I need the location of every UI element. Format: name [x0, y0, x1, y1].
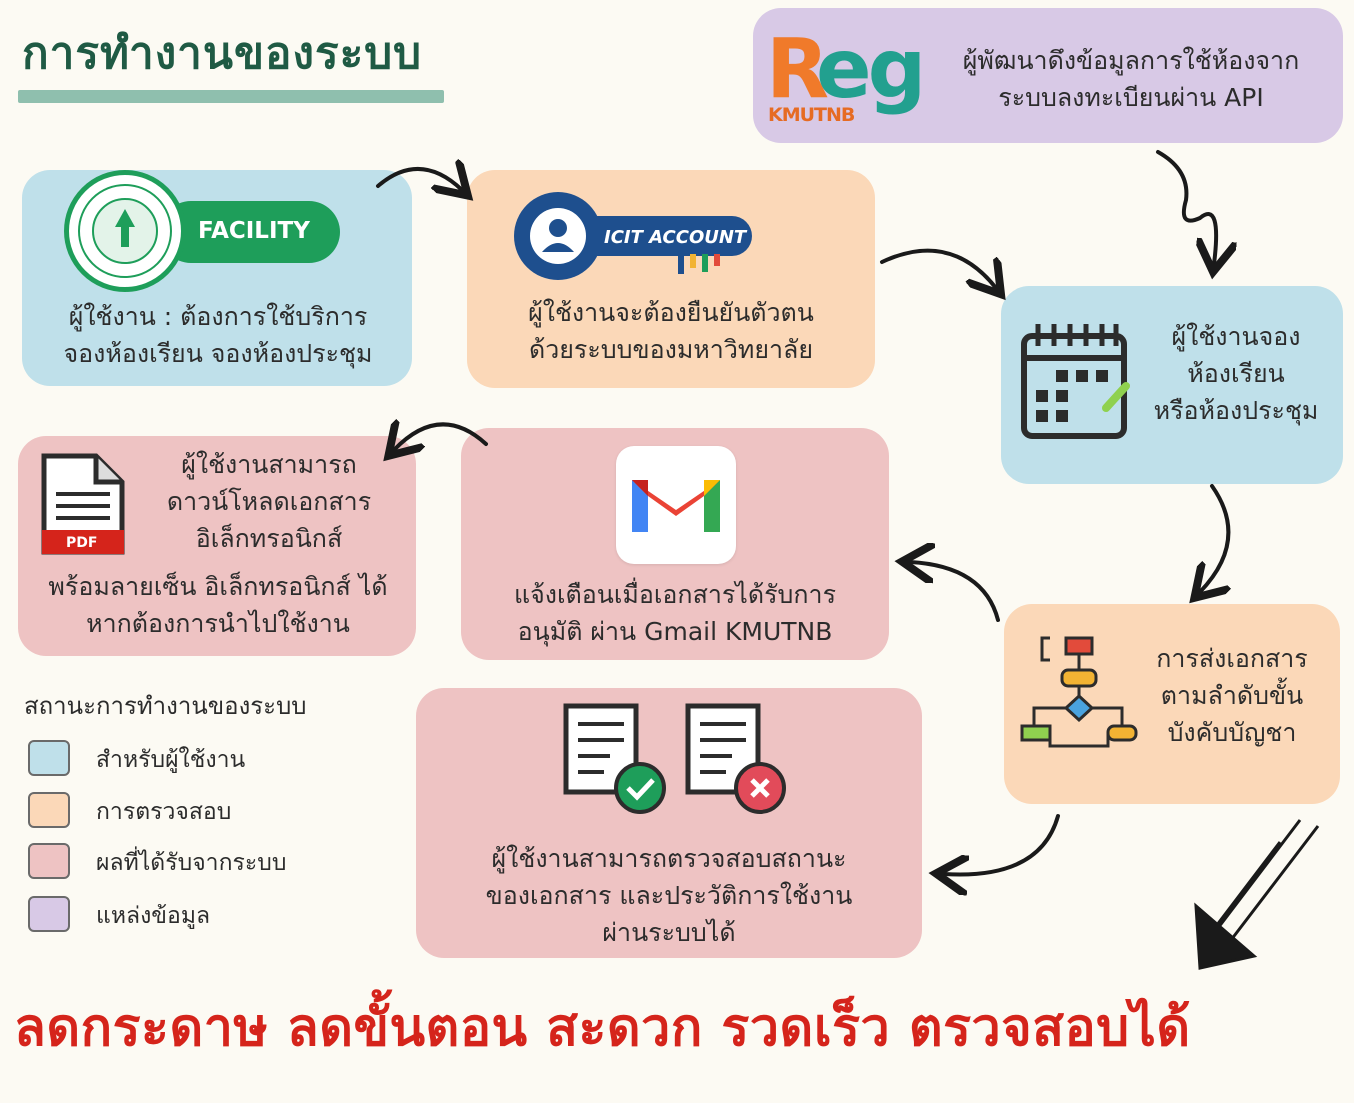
reg-logo-r: R	[766, 22, 830, 117]
account-line: ด้วยระบบของมหาวิทยาลัย	[529, 335, 813, 364]
arrow-booking-to-flow	[1200, 484, 1228, 592]
flow-line: การส่งเอกสาร	[1156, 644, 1308, 673]
gmail-line: แจ้งเตือนเมื่อเอกสารได้รับการ	[513, 580, 837, 609]
status-line: ผ่านระบบได้	[602, 918, 736, 947]
flow-box	[1004, 604, 1340, 804]
download-text-top: ผู้ใช้งานสามารถ ดาวน์โหลดเอกสาร อิเล็กทร…	[128, 446, 410, 557]
arrow-gmail-to-download	[394, 424, 488, 450]
download-line: อิเล็กทรอนิกส์	[195, 524, 343, 553]
legend-label: การตรวจสอบ	[96, 799, 232, 825]
calendar-icon	[1021, 324, 1130, 439]
user-key-icon	[514, 192, 602, 280]
document-approved-icon	[563, 703, 666, 814]
facility-line: จองห้องเรียน จองห้องประชุม	[63, 339, 373, 368]
reg-kmutnb-logo: R eg KMUTNB	[766, 22, 926, 128]
reg-logo-eg: eg	[816, 22, 926, 117]
booking-box	[1001, 286, 1343, 484]
download-text-bottom: พร้อมลายเซ็น อิเล็กทรอนิกส์ ได้ หากต้องก…	[20, 568, 416, 642]
university-seal-icon	[64, 170, 186, 292]
legend-label: แหล่งข้อมูล	[96, 903, 211, 929]
facility-line: ผู้ใช้งาน : ต้องการใช้บริการ	[68, 302, 368, 331]
reg-logo-sub: KMUTNB	[768, 104, 855, 126]
gmail-text: แจ้งเตือนเมื่อเอกสารได้รับการ อนุมัติ ผ่…	[464, 576, 886, 650]
facility-text: ผู้ใช้งาน : ต้องการใช้บริการ จองห้องเรีย…	[26, 298, 410, 372]
gmail-line: อนุมัติ ผ่าน Gmail KMUTNB	[517, 617, 833, 646]
source-line: ผู้พัฒนาดึงข้อมูลการใช้ห้องจาก	[962, 46, 1300, 75]
download-line: ผู้ใช้งานสามารถ	[181, 450, 357, 479]
title-underline	[18, 90, 444, 103]
icit-account-label: ICIT ACCOUNT	[604, 227, 747, 248]
document-rejected-icon	[685, 703, 786, 814]
legend-swatch	[28, 896, 70, 932]
download-line: หากต้องการนำไปใช้งาน	[86, 609, 350, 638]
source-box	[753, 8, 1343, 143]
flow-text: การส่งเอกสาร ตามลำดับขั้น บังคับบัญชา	[1134, 640, 1330, 751]
booking-line: ผู้ใช้งานจอง	[1171, 322, 1301, 351]
source-text: ผู้พัฒนาดึงข้อมูลการใช้ห้องจาก ระบบลงทะเ…	[926, 42, 1336, 116]
flow-line: ตามลำดับขั้น	[1160, 681, 1304, 710]
legend-label: สำหรับผู้ใช้งาน	[96, 747, 246, 773]
arrow-to-slogan	[1194, 819, 1320, 970]
facility-badge-label: FACILITY	[198, 218, 310, 244]
account-line: ผู้ใช้งานจะต้องยืนยันตัวตน	[528, 298, 814, 327]
booking-line: หรือห้องประชุม	[1153, 396, 1319, 425]
status-line: ของเอกสาร และประวัติการใช้งาน	[485, 881, 853, 910]
booking-text: ผู้ใช้งานจอง ห้องเรียน หรือห้องประชุม	[1136, 318, 1336, 429]
flowchart-icon	[1020, 636, 1138, 748]
arrow-facility-to-account	[376, 169, 462, 190]
source-line: ระบบลงทะเบียนผ่าน API	[998, 83, 1264, 112]
arrow-account-to-booking	[880, 248, 996, 288]
legend-swatch	[28, 843, 70, 879]
status-text: ผู้ใช้งานสามารถตรวจสอบสถานะ ของเอกสาร แล…	[420, 840, 918, 951]
slogan: ลดกระดาษ ลดขั้นตอน สะดวก รวดเร็ว ตรวจสอบ…	[14, 998, 1191, 1058]
download-line: พร้อมลายเซ็น อิเล็กทรอนิกส์ ได้	[48, 572, 388, 601]
account-text: ผู้ใช้งานจะต้องยืนยันตัวตน ด้วยระบบของมห…	[470, 294, 872, 368]
legend-label: ผลที่ได้รับจากระบบ	[96, 850, 287, 876]
key-teeth-icon	[678, 254, 720, 274]
page-title: การทำงานของระบบ	[22, 28, 423, 79]
flow-line: บังคับบัญชา	[1167, 718, 1297, 747]
pdf-label: PDF	[66, 535, 98, 551]
arrow-source-to-booking	[1156, 150, 1216, 264]
legend-title: สถานะการทำงานของระบบ	[24, 692, 307, 720]
arrow-flow-to-status	[944, 814, 1060, 875]
legend-swatch	[28, 792, 70, 828]
legend-swatch	[28, 740, 70, 776]
arrow-flow-to-gmail	[910, 562, 1000, 622]
download-line: ดาวน์โหลดเอกสาร	[166, 487, 372, 516]
status-line: ผู้ใช้งานสามารถตรวจสอบสถานะ	[491, 844, 847, 873]
gmail-icon	[616, 446, 736, 564]
pdf-file-icon	[41, 453, 125, 555]
status-box	[416, 688, 922, 958]
facility-badge	[160, 201, 340, 263]
booking-line: ห้องเรียน	[1187, 359, 1285, 388]
